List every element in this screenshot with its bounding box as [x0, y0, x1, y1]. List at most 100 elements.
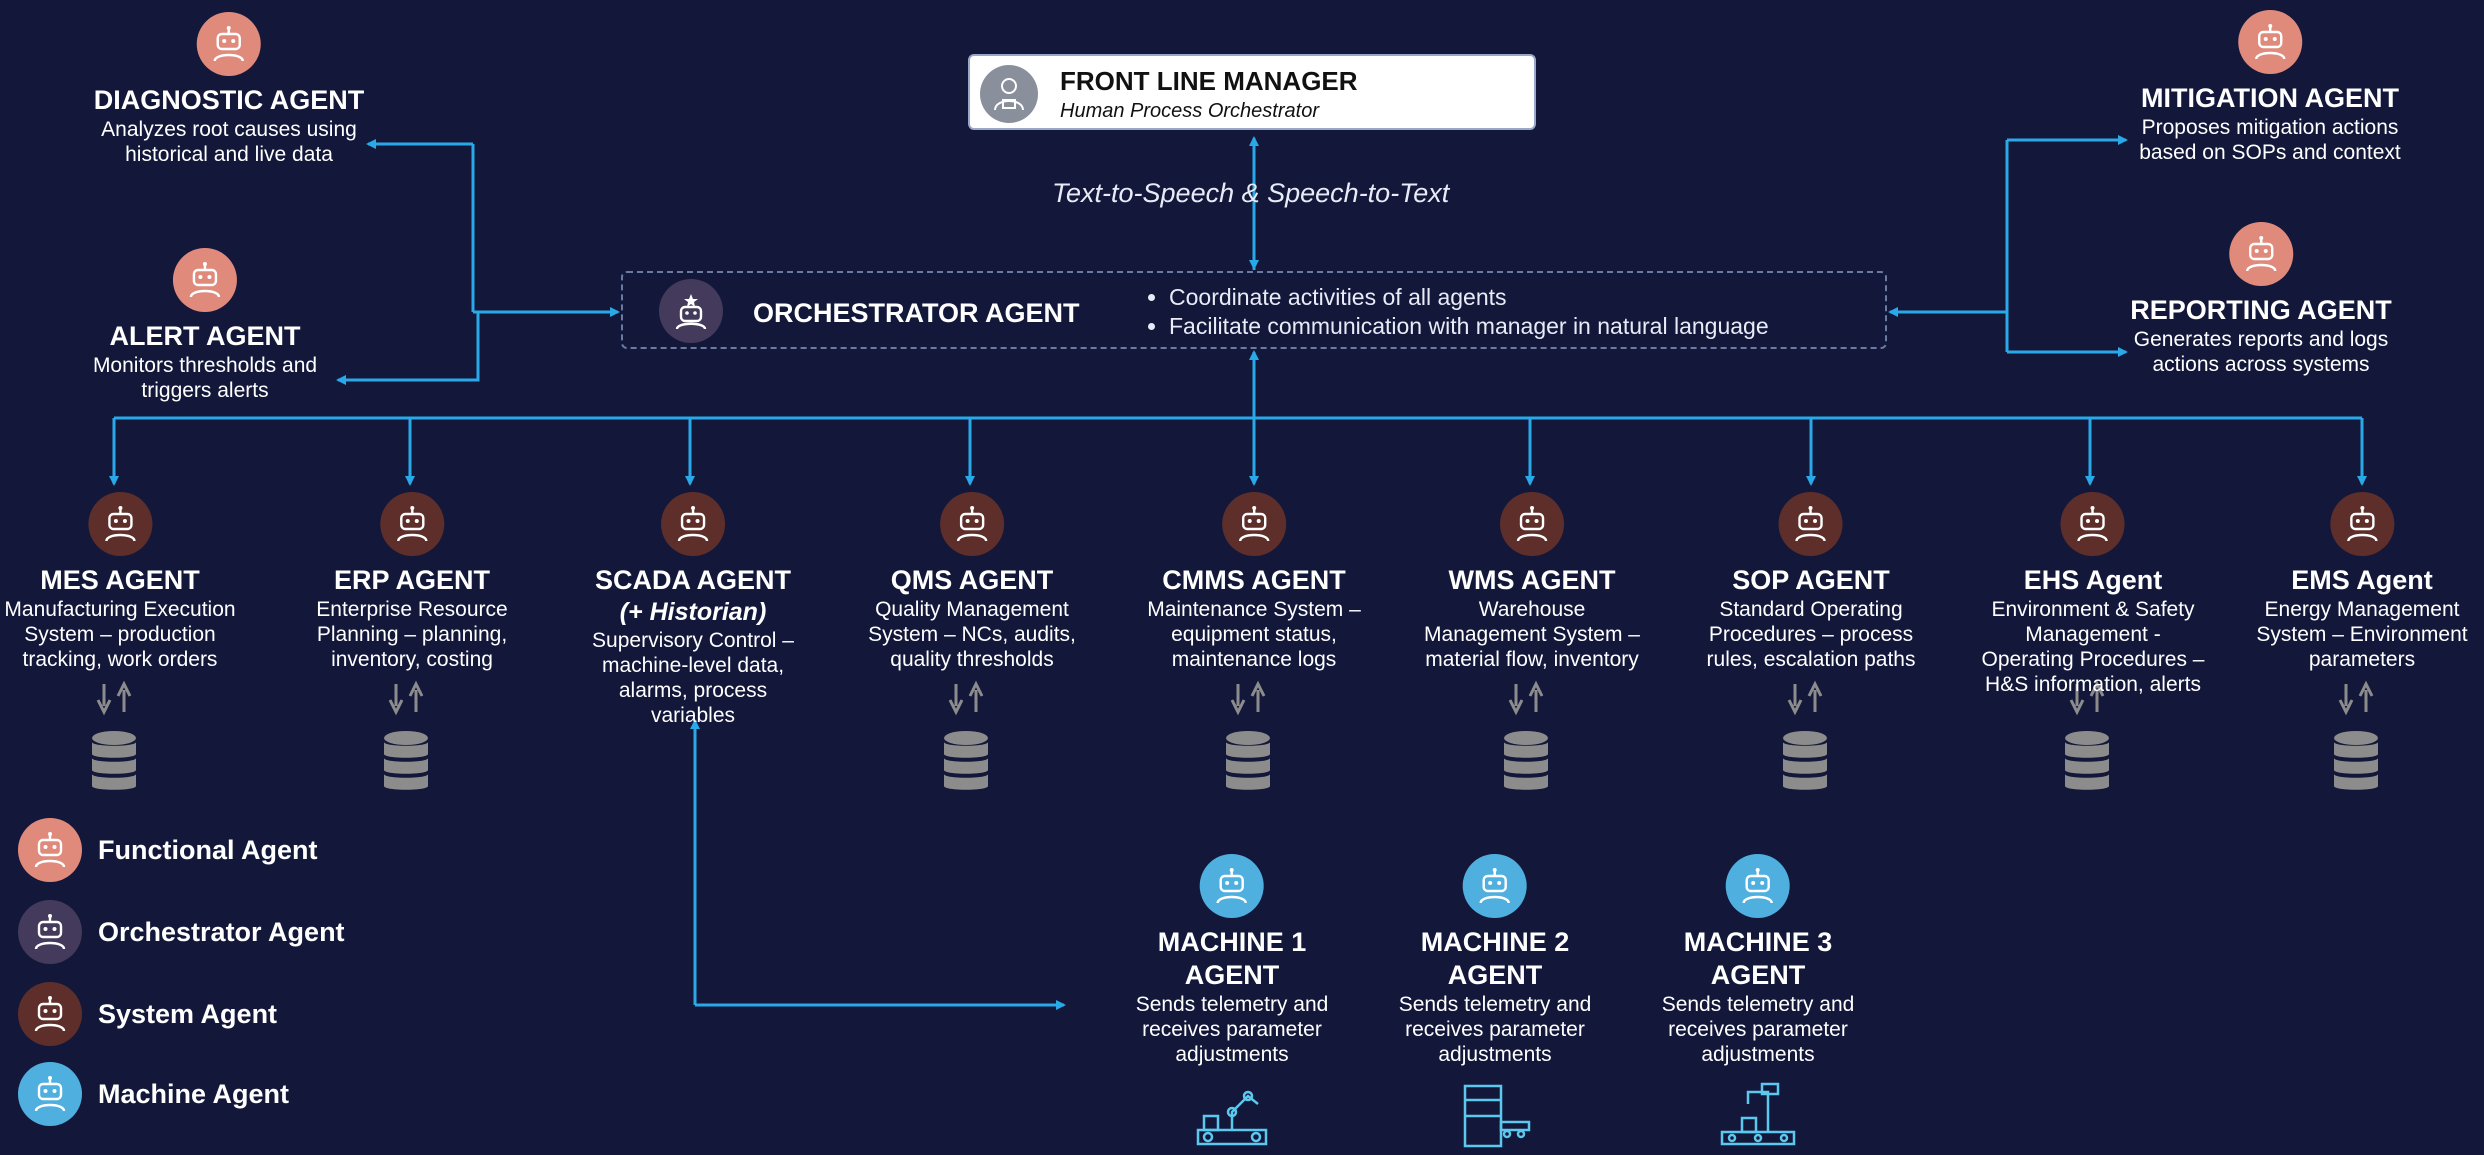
agent-title: AGENT: [1447, 960, 1543, 990]
robot-icon: [939, 492, 1004, 556]
robot-icon: [18, 1062, 82, 1126]
manager-icon: [980, 65, 1038, 123]
agent-title: MACHINE 2: [1420, 927, 1570, 957]
robot-icon: [196, 12, 261, 76]
agent-title: QMS AGENT: [890, 565, 1054, 595]
legend-label: Orchestrator Agent: [98, 916, 345, 947]
database-icon: [2332, 730, 2380, 828]
agent-desc-line: H&S information, alerts: [1985, 673, 2201, 696]
machine-icon: [1455, 1082, 1535, 1150]
alert-agent[interactable]: ALERT AGENT Monitors thresholds and trig…: [93, 248, 317, 403]
data-down-arrow-icon: [1508, 684, 1524, 716]
mitigation-agent[interactable]: MITIGATION AGENT Proposes mitigation act…: [2139, 10, 2401, 165]
to-alert-arrow: [336, 312, 480, 385]
robot-icon: [1199, 854, 1264, 918]
legend-item-system: System Agent: [18, 982, 277, 1046]
agent-desc-line: Environment & Safety: [1991, 598, 2195, 621]
orchestrator-agent-box[interactable]: ORCHESTRATOR AGENT Coordinate activities…: [621, 271, 1887, 349]
agent-desc-line: historical and live data: [125, 143, 333, 166]
agent-desc-line: parameters: [2308, 648, 2416, 671]
agent-title: SOP AGENT: [1732, 565, 1890, 595]
data-up-arrow-icon: [2358, 680, 2374, 712]
data-down-arrow-icon: [96, 684, 112, 716]
agent-desc-line: alarms, process: [618, 679, 768, 702]
agent-desc-line: Standard Operating: [1719, 598, 1903, 621]
legend-label: Machine Agent: [98, 1078, 290, 1109]
agent-title: AGENT: [1710, 960, 1806, 990]
robot-icon: [379, 492, 444, 556]
agent-desc-line: Operating Procedures –: [1981, 648, 2205, 671]
data-down-arrow-icon: [2338, 684, 2354, 716]
data-up-arrow-icon: [1807, 680, 1823, 712]
agent-desc-line: receives parameter: [1142, 1018, 1322, 1041]
agent-desc-line: variables: [650, 704, 736, 727]
database-icon: [1502, 730, 1550, 828]
data-up-arrow-icon: [408, 680, 424, 712]
robot-icon: [1500, 492, 1564, 556]
legend-item-orchestrator: Orchestrator Agent: [18, 900, 345, 964]
agent-desc-line: inventory, costing: [331, 648, 493, 671]
database-icon: [2063, 730, 2111, 828]
agent-title: EMS Agent: [2291, 565, 2433, 595]
legend-label: System Agent: [98, 998, 278, 1029]
agent-title: DIAGNOSTIC AGENT: [93, 85, 365, 115]
orchestrator-bullet: Facilitate communication with manager in…: [1169, 312, 1769, 341]
agent-desc-line: Monitors thresholds and: [92, 354, 318, 377]
data-down-arrow-icon: [948, 684, 964, 716]
robot-icon: [1725, 854, 1790, 918]
agent-title: ERP AGENT: [333, 565, 491, 595]
data-down-arrow-icon: [1230, 684, 1246, 716]
data-up-arrow-icon: [968, 680, 984, 712]
legend-item-functional: Functional Agent: [18, 818, 317, 882]
reporting-agent[interactable]: REPORTING AGENT Generates reports and lo…: [2130, 222, 2392, 377]
robot-icon: [1221, 492, 1286, 556]
agent-desc-line: triggers alerts: [141, 379, 269, 402]
data-down-arrow-icon: [388, 684, 404, 716]
system-agent[interactable]: SCADA AGENT(+ Historian)Supervisory Cont…: [592, 492, 794, 728]
agent-desc-line: receives parameter: [1405, 1018, 1585, 1041]
agent-desc-line: Sends telemetry and: [1135, 993, 1329, 1016]
agent-desc-line: Analyzes root causes using: [101, 118, 357, 141]
robot-icon: [2228, 222, 2293, 286]
data-up-arrow-icon: [2089, 680, 2105, 712]
front-line-manager-box[interactable]: FRONT LINE MANAGER Human Process Orchest…: [968, 54, 1536, 130]
data-up-arrow-icon: [1528, 680, 1544, 712]
agent-title: MES AGENT: [40, 565, 200, 595]
robot-icon: [2061, 492, 2125, 556]
agent-title: REPORTING AGENT: [2130, 295, 2392, 325]
agent-desc-line: Sends telemetry and: [1661, 993, 1855, 1016]
machine-icon: [1192, 1082, 1272, 1150]
tts-label: Text-to-Speech & Speech-to-Text: [1052, 178, 1450, 208]
robot-icon: [18, 900, 82, 964]
agent-desc-line: System – Environment: [2256, 623, 2468, 646]
agent-title: CMMS AGENT: [1162, 565, 1346, 595]
agent-desc-line: Management System –: [1424, 623, 1640, 646]
agent-subtitle: (+ Historian): [619, 598, 767, 626]
agent-desc-line: actions across systems: [2152, 353, 2370, 376]
agent-desc-line: Generates reports and logs: [2133, 328, 2389, 351]
diagnostic-agent[interactable]: DIAGNOSTIC AGENT Analyzes root causes us…: [93, 12, 365, 167]
agent-desc-line: Enterprise Resource: [316, 598, 508, 621]
robot-icon: [18, 818, 82, 882]
legend-item-machine: Machine Agent: [18, 1062, 289, 1126]
manager-role: Human Process Orchestrator: [1060, 100, 1319, 122]
data-up-arrow-icon: [1250, 680, 1266, 712]
agent-desc-line: Proposes mitigation actions: [2141, 116, 2399, 139]
agent-desc-line: adjustments: [1701, 1043, 1815, 1066]
agent-title: MITIGATION AGENT: [2141, 83, 2399, 113]
agent-desc-line: machine-level data,: [601, 654, 785, 677]
agent-desc-line: Quality Management: [875, 598, 1069, 621]
agent-desc-line: Maintenance System –: [1147, 598, 1361, 621]
